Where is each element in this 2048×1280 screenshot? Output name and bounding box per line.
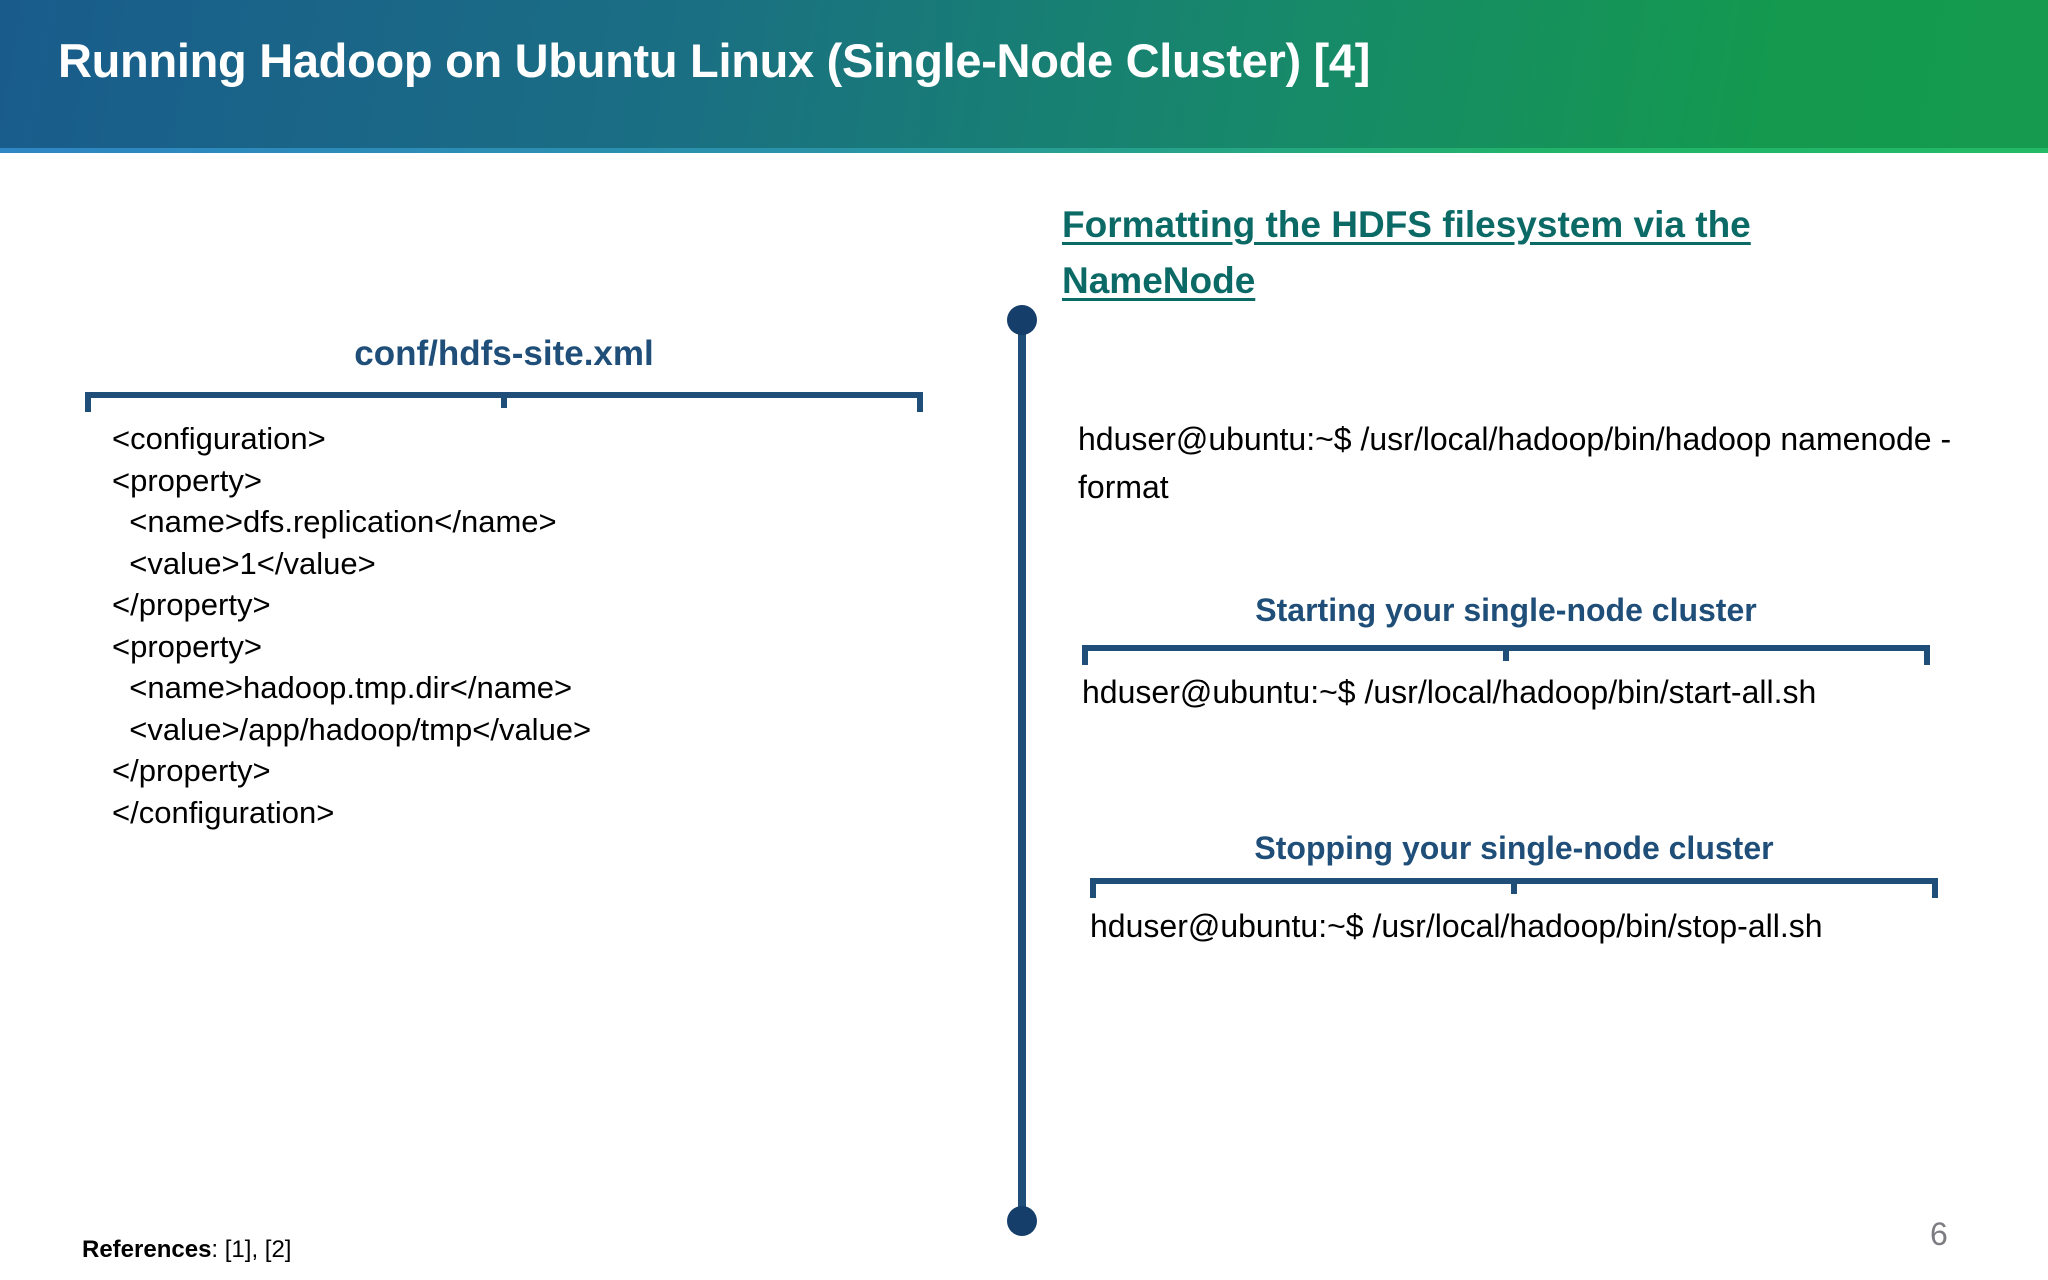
stop-cluster-heading: Stopping your single-node cluster bbox=[1254, 830, 1774, 866]
bracket-tick-left bbox=[1090, 878, 1096, 898]
slide-header-banner bbox=[0, 0, 2048, 148]
references-value: : [1], [2] bbox=[211, 1236, 292, 1263]
page-title: Running Hadoop on Ubuntu Linux (Single-N… bbox=[58, 34, 1371, 87]
bracket-tick-right bbox=[1932, 878, 1938, 898]
page-number: 6 bbox=[1930, 1216, 1948, 1252]
references-footer: References: [1], [2] bbox=[82, 1236, 291, 1264]
bracket-tick-middle bbox=[501, 392, 507, 408]
bracket-tick-middle bbox=[1503, 645, 1509, 661]
start-cluster-command: hduser@ubuntu:~$ /usr/local/hadoop/bin/s… bbox=[1082, 674, 1817, 710]
bracket-tick-right bbox=[917, 392, 923, 412]
config-file-title: conf/hdfs-site.xml bbox=[354, 334, 654, 373]
header-accent-rule bbox=[0, 148, 2048, 153]
timeline-dot-top-icon bbox=[1007, 305, 1037, 335]
timeline-dot-bottom-icon bbox=[1007, 1206, 1037, 1236]
bracket-tick-right bbox=[1924, 645, 1930, 665]
bracket-tick-middle bbox=[1511, 878, 1517, 894]
vertical-timeline-line bbox=[1018, 320, 1026, 1220]
stop-cluster-bracket-rule bbox=[1090, 878, 1938, 900]
config-file-bracket-rule bbox=[85, 392, 923, 414]
hdfs-format-heading: Formatting the HDFS filesystem via the N… bbox=[1062, 197, 1962, 309]
bracket-tick-left bbox=[1082, 645, 1088, 665]
stop-cluster-command: hduser@ubuntu:~$ /usr/local/hadoop/bin/s… bbox=[1090, 908, 1823, 944]
hdfs-format-heading-line2: NameNode bbox=[1062, 260, 1256, 301]
start-cluster-heading: Starting your single-node cluster bbox=[1255, 592, 1757, 628]
hdfs-site-xml-code: <configuration> <property> <name>dfs.rep… bbox=[112, 421, 592, 830]
hdfs-format-heading-line1: Formatting the HDFS filesystem via the bbox=[1062, 204, 1751, 245]
start-cluster-bracket-rule bbox=[1082, 645, 1930, 667]
bracket-tick-left bbox=[85, 392, 91, 412]
namenode-format-command: hduser@ubuntu:~$ /usr/local/hadoop/bin/h… bbox=[1078, 421, 1952, 505]
references-label: References bbox=[82, 1236, 212, 1263]
